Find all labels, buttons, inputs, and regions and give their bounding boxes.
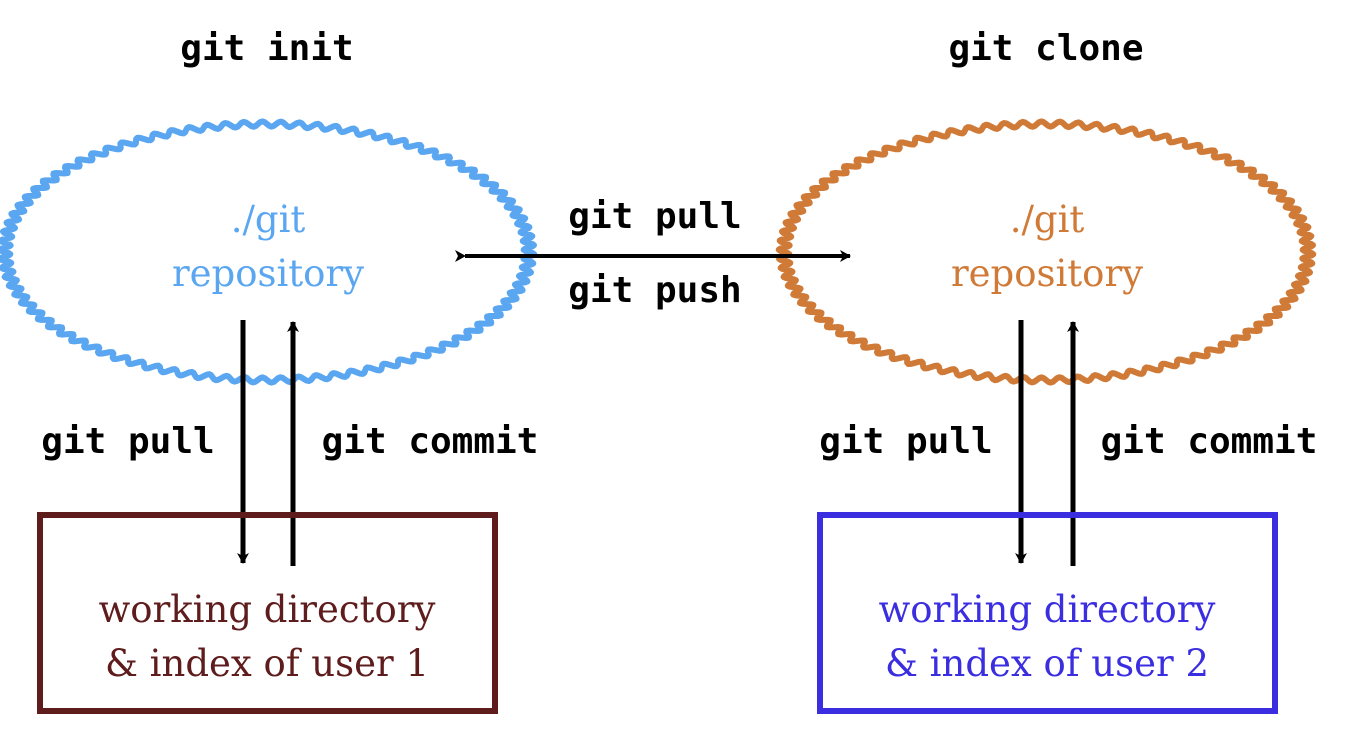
repository-1-ellipse <box>0 118 538 386</box>
user2-pull-label: git pull <box>819 421 992 462</box>
user1-box-line2: & index of user 1 <box>105 642 429 685</box>
git-clone-label: git clone <box>948 28 1143 69</box>
sync-push-label: git push <box>568 270 741 311</box>
repository-2-label: repository <box>951 252 1143 295</box>
user2-box-line2: & index of user 2 <box>885 642 1209 685</box>
user1-pull-label: git pull <box>41 421 214 462</box>
sync-pull-label: git pull <box>568 196 741 237</box>
repository-2-path: ./git <box>1010 198 1085 241</box>
user2-box-line1: working directory <box>879 588 1216 631</box>
user1-box-line1: working directory <box>99 588 436 631</box>
repository-1-path: ./git <box>231 198 306 241</box>
repository-1-label: repository <box>172 252 364 295</box>
user1-working-directory-box <box>37 512 498 714</box>
git-init-label: git init <box>180 28 353 69</box>
user2-working-directory-box <box>817 512 1278 714</box>
user1-commit-label: git commit <box>322 421 539 462</box>
user2-commit-label: git commit <box>1101 421 1318 462</box>
